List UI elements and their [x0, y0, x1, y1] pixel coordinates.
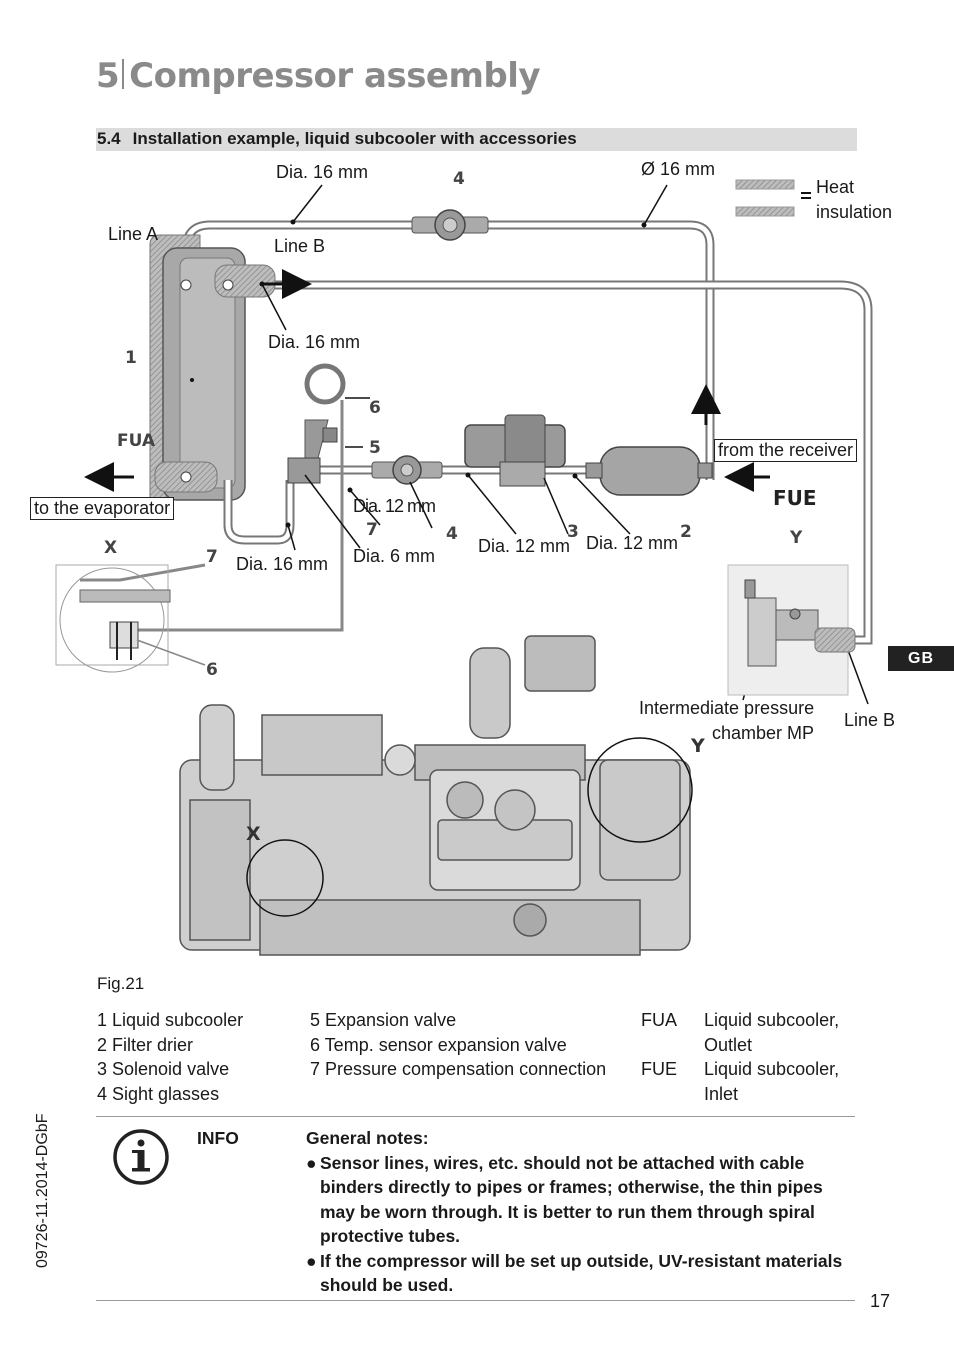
insulation-swatch: [735, 206, 795, 217]
detail-x: [55, 563, 206, 673]
item-number-3: 3: [567, 522, 579, 542]
legend-code-fue: FUE: [641, 1059, 677, 1079]
legend-item: 5 Expansion valve: [310, 1010, 457, 1030]
label-dia16-bottom: Dia. 16 mm: [236, 554, 329, 574]
item-number-5: 5: [369, 438, 381, 458]
note-text: If the compressor will be set up outside…: [320, 1250, 843, 1296]
note-bullet: ● Sensor lines, wires, etc. should not b…: [306, 1151, 846, 1249]
figure-caption: Fig.21: [97, 974, 145, 993]
item-number-2: 2: [680, 522, 692, 542]
label-dia12-c: Dia. 12 mm: [586, 533, 679, 553]
legend-item: 4 Sight glasses: [97, 1083, 220, 1104]
insulation-swatch: [735, 179, 795, 190]
divider: [96, 1116, 855, 1117]
label-dia12-b: Dia. 12 mm: [478, 536, 571, 556]
label-fue: FUE: [773, 486, 817, 510]
item-number-4-mid: 4: [446, 524, 458, 544]
language-tab: GB: [888, 646, 954, 671]
section-heading: 5.4 Installation example, liquid subcoole…: [97, 129, 577, 149]
item-number-4: 4: [453, 169, 465, 189]
legend-item: Liquid subcooler,: [704, 1059, 840, 1079]
label-line-b-right: Line B: [844, 710, 896, 730]
document-code: 09726-11.2014-DGbF: [34, 1113, 51, 1268]
label-intermediate-pressure: Intermediate pressure: [639, 698, 815, 718]
label-fua: FUA: [117, 431, 156, 451]
legend-item: Liquid subcooler,: [704, 1010, 840, 1030]
label-dia6: Dia. 6 mm: [353, 546, 436, 566]
label-x-detail: X: [104, 538, 118, 558]
detail-y: [727, 564, 856, 696]
legend-column-1: 1 Liquid subcooler 2 Filter drier 3 Sole…: [97, 1008, 243, 1106]
detail-x-marker: [246, 839, 324, 917]
label-line-b: Line B: [274, 236, 326, 256]
item-number-7: 7: [366, 520, 378, 540]
label-x-compressor: X: [246, 823, 261, 845]
chapter-number: 5: [96, 56, 120, 96]
label-dia16-mid: Dia. 16 mm: [268, 332, 361, 352]
leader-lines: [261, 184, 869, 705]
filter-drier: [585, 446, 713, 496]
legend-item: 7 Pressure compensation connection: [310, 1059, 607, 1079]
label-to-evaporator: to the evaporator: [30, 497, 175, 520]
label-dia16-top: Dia. 16 mm: [276, 162, 369, 182]
sight-glass-top: [411, 209, 489, 241]
legend-column-4: Liquid subcooler, Outlet Liquid subcoole…: [704, 1008, 839, 1106]
note-text: Sensor lines, wires, etc. should not be …: [320, 1152, 823, 1247]
label-chamber-mp: chamber MP: [712, 723, 815, 743]
general-notes: General notes: ● Sensor lines, wires, et…: [306, 1126, 846, 1298]
solenoid-valve: [464, 414, 566, 487]
label-y-detail: Y: [790, 528, 803, 548]
legend-column-2: 5 Expansion valve 6 Temp. sensor expansi…: [310, 1008, 606, 1082]
detail-y-marker: [587, 737, 693, 843]
legend-item: Outlet: [704, 1034, 753, 1055]
label-line-a: Line A: [108, 224, 159, 244]
bullet-icon: ●: [306, 1152, 317, 1173]
label-y-compressor: Y: [691, 735, 705, 757]
label-dia12-a: Dia. 12 mm: [353, 496, 436, 516]
chapter-separator: [122, 59, 125, 89]
label-from-receiver: from the receiver: [714, 439, 858, 462]
section-title: Installation example, liquid subcooler w…: [132, 129, 577, 148]
label-insulation: insulation: [816, 202, 893, 222]
page-number: 17: [870, 1291, 891, 1311]
item-number-7-detail: 7: [206, 547, 218, 567]
top-pipe: [181, 220, 715, 480]
section-number: 5.4: [97, 129, 121, 148]
legend-item: 3 Solenoid valve: [97, 1059, 230, 1079]
legend-code-fua: FUA: [641, 1010, 677, 1030]
liquid-subcooler: [149, 234, 276, 501]
info-label: INFO: [197, 1128, 239, 1148]
item-number-6: 6: [369, 398, 381, 418]
compressor: [179, 635, 691, 956]
bullet-icon: ●: [306, 1250, 317, 1271]
chapter-title: Compressor assembly: [129, 56, 541, 96]
note-bullet: ● If the compressor will be set up outsi…: [306, 1249, 846, 1298]
sight-glass-mid: [371, 455, 443, 485]
expansion-valve: [120, 363, 346, 632]
label-o16: Ø 16 mm: [641, 159, 716, 179]
info-icon: [113, 1129, 169, 1185]
notes-heading: General notes:: [306, 1128, 429, 1148]
divider: [96, 1300, 855, 1301]
legend-item: Inlet: [704, 1083, 739, 1104]
item-number-1: 1: [125, 348, 137, 368]
legend-item: 2 Filter drier: [97, 1034, 194, 1055]
section-bar: [96, 128, 857, 151]
legend-item: 1 Liquid subcooler: [97, 1010, 244, 1030]
legend-item: 6 Temp. sensor expansion valve: [310, 1034, 567, 1055]
item-number-6-detail: 6: [206, 660, 218, 680]
label-heat: Heat: [816, 177, 855, 197]
